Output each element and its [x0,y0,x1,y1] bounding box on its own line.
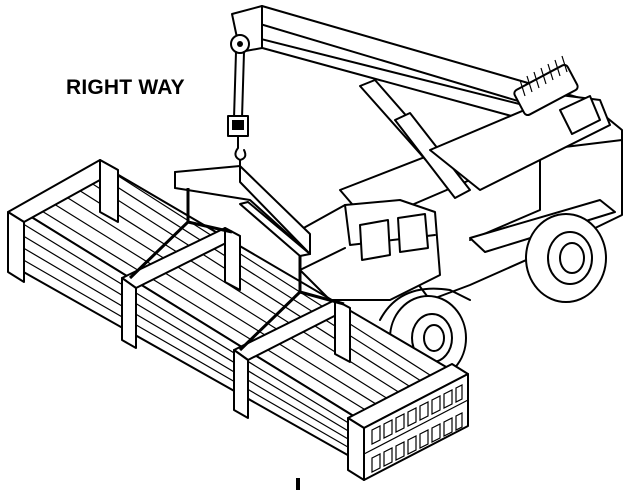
crane-boom [230,5,611,199]
rear-wheel [525,213,607,303]
bundle-end-frame-left [7,159,119,283]
bundle-end-frame-right [347,363,469,481]
winch-drum [513,55,601,135]
hoist-line-and-hook [227,51,249,171]
bundle-frame-2 [121,227,241,349]
diagram-caption: RIGHT WAY [66,76,185,99]
lifting-slings [128,188,345,352]
spreader-beam [174,165,311,257]
pipe-bundle [7,159,469,481]
edge-mark [296,478,300,490]
truck-cab [299,199,441,301]
bundle-frame-3 [233,299,351,419]
